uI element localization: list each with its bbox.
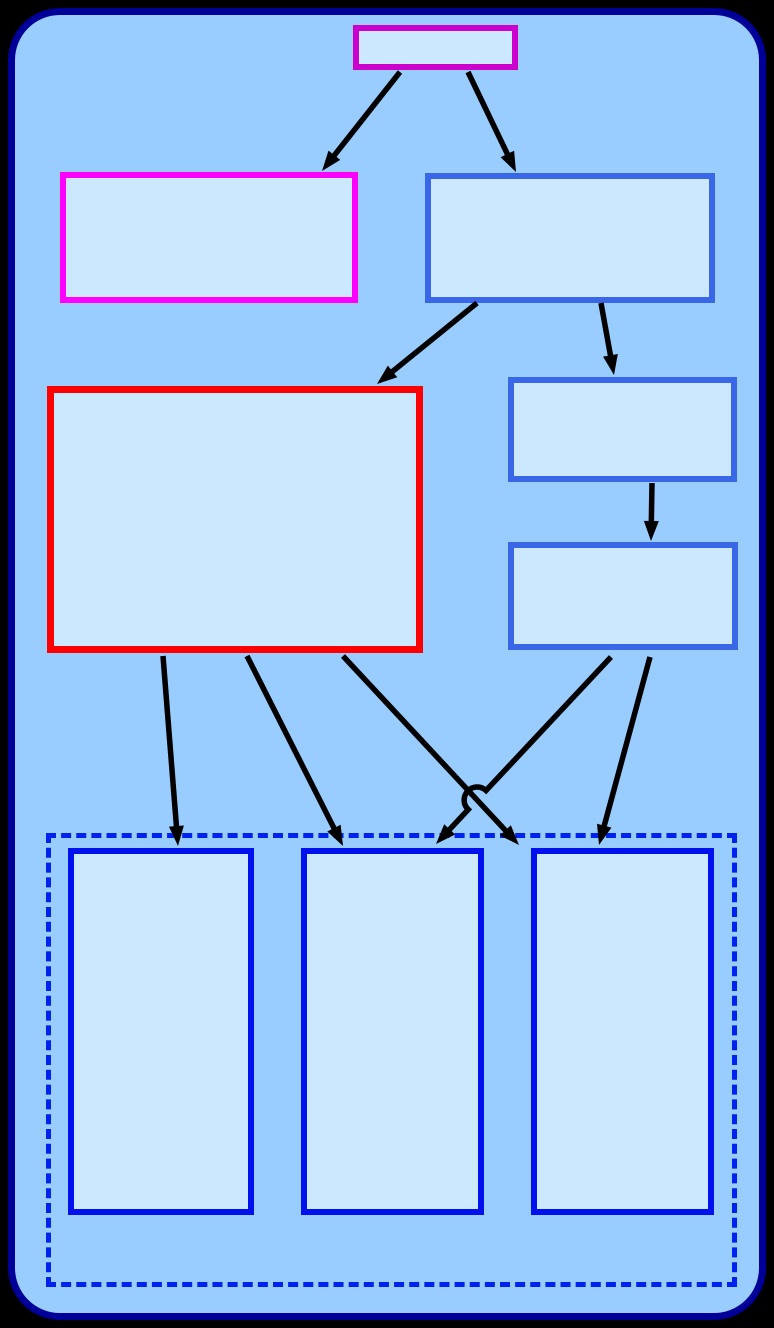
main-red-box — [47, 386, 423, 653]
right-process-box — [425, 173, 715, 303]
mid-right-box-1 — [508, 377, 737, 482]
mid-right-box-2 — [508, 542, 738, 650]
bottom-box-1 — [68, 848, 254, 1215]
top-box — [353, 25, 518, 70]
left-process-box — [60, 172, 358, 303]
bottom-box-2 — [301, 848, 484, 1215]
bottom-box-3 — [531, 848, 714, 1215]
